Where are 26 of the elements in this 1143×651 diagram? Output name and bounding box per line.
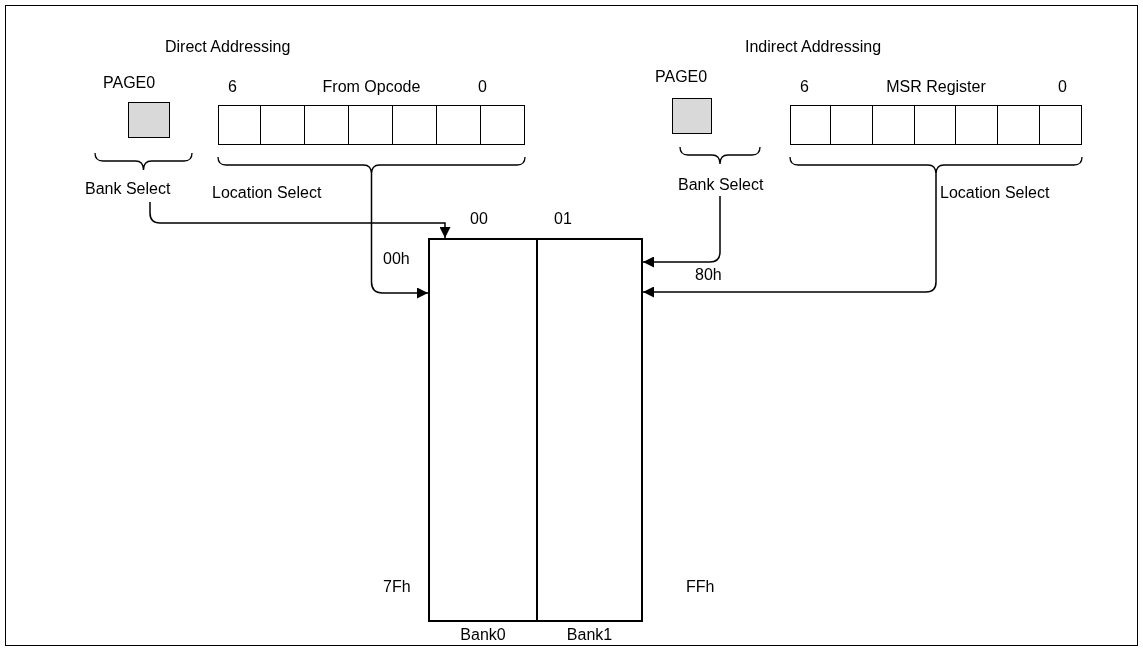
bit-number: 6	[228, 78, 237, 96]
register-label: PAGE0	[103, 74, 156, 92]
address-label: FFh	[686, 578, 715, 596]
arrow	[642, 173, 937, 298]
address-label: 00h	[383, 250, 410, 268]
address-label: 80h	[695, 266, 722, 284]
bank-number: 01	[554, 210, 572, 228]
register-label: PAGE0	[655, 68, 708, 86]
register-label: From Opcode	[322, 78, 421, 96]
field-label: Location Select	[940, 184, 1050, 202]
bank-label: Bank1	[566, 626, 613, 644]
arrow	[642, 195, 721, 268]
bit-number: 0	[478, 78, 487, 96]
arrow	[149, 201, 451, 239]
section-heading: Direct Addressing	[165, 38, 291, 56]
bank-number: 00	[470, 210, 488, 228]
arrow	[370, 173, 429, 299]
section-heading: Indirect Addressing	[745, 38, 882, 56]
field-label: Bank Select	[678, 176, 764, 194]
register-label: MSR Register	[886, 78, 986, 96]
field-label: Location Select	[212, 184, 322, 202]
bit-number: 6	[800, 78, 809, 96]
field-label: Bank Select	[85, 180, 171, 198]
address-label: 7Fh	[383, 578, 411, 596]
bank-label: Bank0	[460, 626, 506, 644]
bit-number: 0	[1058, 78, 1067, 96]
